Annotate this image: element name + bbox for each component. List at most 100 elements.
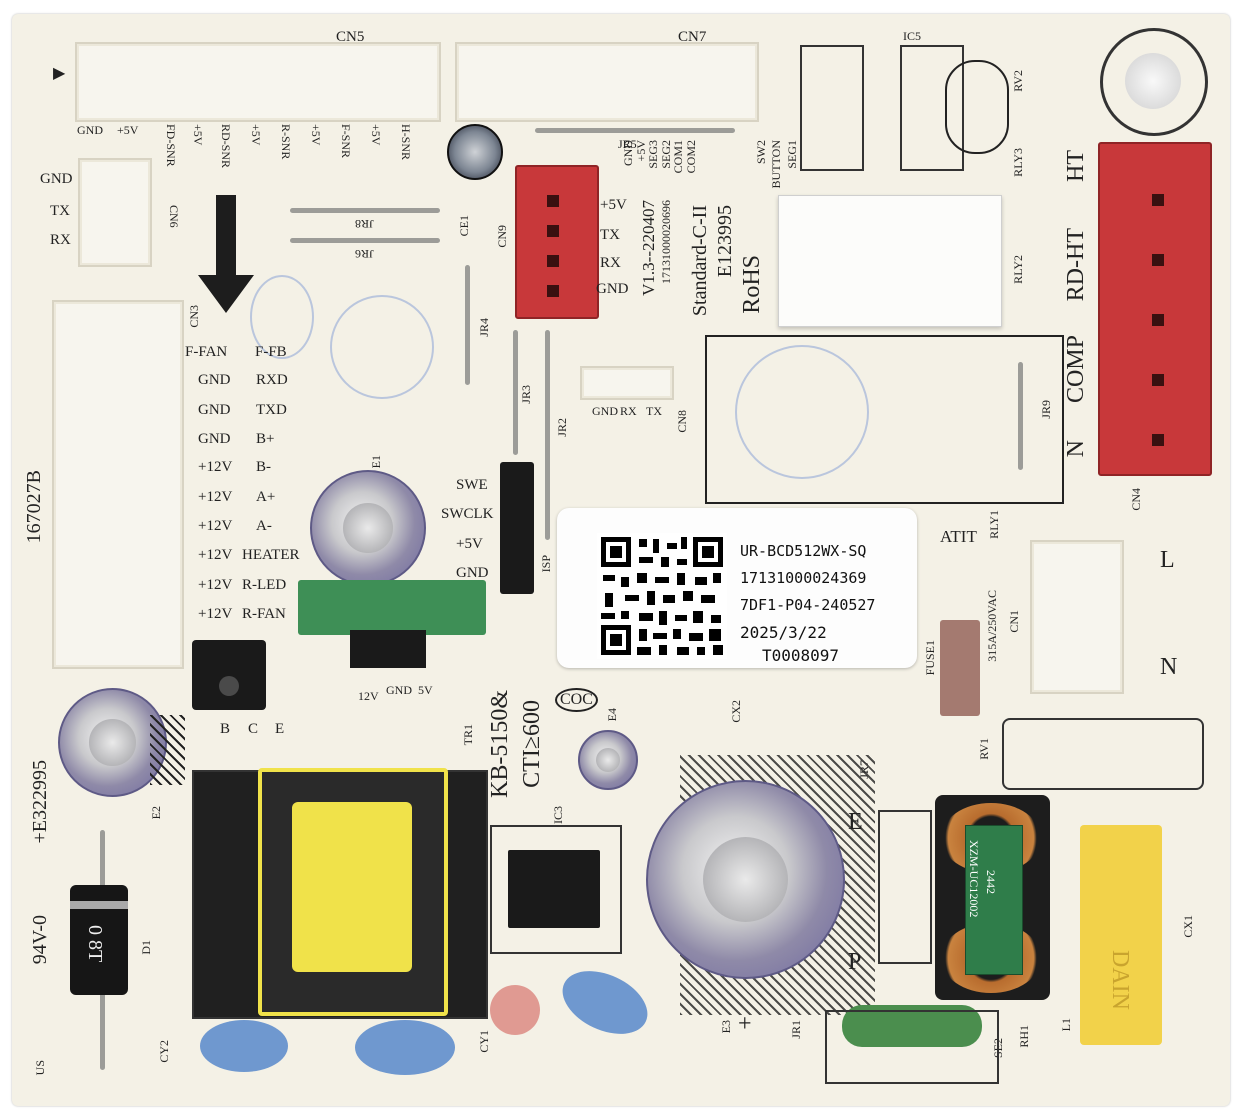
cn3-right-label: A+ bbox=[256, 489, 276, 505]
cn3-left-label: +12V bbox=[198, 489, 233, 505]
rly-block-label: +5V bbox=[634, 140, 648, 162]
cn5-pin-label: GND bbox=[77, 123, 103, 137]
e4-label: E4 bbox=[605, 708, 619, 722]
cn5-pin-label: +5V bbox=[369, 124, 383, 146]
cn8-pin-label: TX bbox=[646, 404, 662, 418]
jr8-label: JR8 bbox=[355, 217, 374, 231]
rly3-socket bbox=[900, 45, 964, 171]
rly3-label: RLY3 bbox=[1011, 148, 1025, 177]
ic3-outline bbox=[490, 825, 622, 954]
rly-block-label: BUTTON bbox=[769, 140, 783, 189]
transistor-pin: C bbox=[248, 721, 259, 737]
cn5-pin-label: RD-SNR bbox=[219, 124, 233, 169]
fuse1 bbox=[940, 620, 980, 716]
e3-label: E3 bbox=[719, 1020, 733, 1034]
rv1-varistor bbox=[1002, 718, 1204, 790]
jr3-label: JR3 bbox=[519, 385, 533, 404]
transistor-pin: E bbox=[275, 721, 285, 737]
cn7-label: CN7 bbox=[678, 29, 707, 45]
qr-code-icon bbox=[597, 533, 727, 659]
rly1-outline bbox=[705, 335, 1064, 504]
ic3-chip bbox=[508, 850, 600, 928]
fuse-name: ATIT bbox=[940, 527, 977, 546]
cn5-label: CN5 bbox=[336, 29, 365, 45]
cn5-pin-label: +5V bbox=[249, 124, 263, 146]
cn6-pin-label: TX bbox=[50, 203, 70, 219]
cn4-pin-label: HT bbox=[1063, 150, 1089, 182]
cn8-pin-label: GND bbox=[592, 404, 618, 418]
rly2-relay bbox=[778, 195, 1002, 327]
e-label: E bbox=[848, 809, 863, 835]
cx1-label: CX1 bbox=[1181, 915, 1195, 938]
cn3-right-label: TXD bbox=[256, 402, 287, 418]
rly1-label: RLY1 bbox=[987, 510, 1001, 539]
cn6-pin-label: GND bbox=[40, 171, 73, 187]
ul-code: 94V-0 bbox=[29, 915, 51, 965]
isp-label: ISP bbox=[539, 555, 553, 573]
small-header bbox=[350, 630, 426, 668]
cy2-capacitor bbox=[200, 1020, 288, 1072]
coc-mark: COC bbox=[555, 688, 598, 712]
d1-diode bbox=[70, 885, 128, 995]
rly-block-label: SEG1 bbox=[785, 140, 799, 169]
jr3-wire bbox=[513, 330, 518, 455]
isp-header bbox=[500, 462, 534, 594]
cn3-left-label: +12V bbox=[198, 606, 233, 622]
cn5-pin-label: R-SNR bbox=[279, 124, 293, 160]
transistor bbox=[192, 640, 266, 710]
cn4-pin-label: RD-HT bbox=[1063, 228, 1089, 302]
label-date: 2025/3/22 bbox=[740, 623, 827, 642]
cn9-pin-label: GND bbox=[596, 281, 629, 297]
side-code: 167027B bbox=[23, 470, 45, 544]
inspection-stamp bbox=[250, 275, 314, 359]
ce1-capacitor bbox=[447, 124, 503, 180]
cti-text: CTI≥600 bbox=[519, 700, 545, 788]
rly-block-label: COM2 bbox=[684, 140, 698, 174]
jr2-label: JR2 bbox=[555, 418, 569, 437]
cn4-label: CN4 bbox=[1129, 488, 1143, 511]
cx1-capacitor bbox=[1080, 825, 1162, 1045]
cn3-left-label: +12V bbox=[198, 459, 233, 475]
rh1-label: RH1 bbox=[1017, 1025, 1031, 1048]
cn9-pin-label: RX bbox=[600, 255, 621, 271]
e1-capacitor bbox=[310, 470, 426, 586]
e2-capacitor bbox=[58, 688, 167, 797]
cn5-pin-label: +5V bbox=[191, 124, 205, 146]
isp-pin-label: +5V bbox=[456, 536, 483, 552]
jr7-block bbox=[878, 810, 932, 964]
cn3-right-label: R-LED bbox=[242, 577, 287, 593]
tr1-label: TR1 bbox=[461, 724, 475, 746]
version-text: V1.3--220407 bbox=[639, 200, 658, 296]
e2-hatch bbox=[150, 715, 185, 785]
rly-block-label: SEG2 bbox=[659, 140, 673, 169]
sensor-cap bbox=[1100, 28, 1208, 136]
d1-mark: 0 8T bbox=[84, 925, 106, 963]
cn1-pin-label: L bbox=[1160, 547, 1175, 573]
cy1-capacitor bbox=[355, 1020, 455, 1075]
rh1-resistor bbox=[842, 1005, 982, 1047]
fuse1-label: FUSE1 bbox=[923, 640, 937, 676]
cn5-pin-label: H-SNR bbox=[399, 124, 413, 161]
cy1-label: CY1 bbox=[477, 1030, 491, 1053]
inspection-stamp bbox=[735, 345, 869, 479]
tr1-transformer bbox=[258, 768, 448, 1016]
jr8-wire bbox=[290, 208, 440, 213]
cn3-left-label: +12V bbox=[198, 547, 233, 563]
cn3-label: CN3 bbox=[187, 305, 201, 328]
bottom-code: +E322995 bbox=[29, 760, 51, 844]
jr2-wire bbox=[545, 330, 550, 540]
cn3-left-label: F-FAN bbox=[185, 344, 228, 360]
cn5-connector bbox=[75, 42, 441, 122]
choke-label: XZM-UC12002 bbox=[967, 840, 981, 918]
d1-label: D1 bbox=[139, 940, 153, 955]
l1-label: L1 bbox=[1059, 1018, 1073, 1032]
us-mark: US bbox=[33, 1060, 47, 1076]
part-number: 17131000020696 bbox=[659, 200, 673, 284]
jr5-label: JR5 bbox=[618, 137, 637, 151]
jr7-label: JR7 bbox=[857, 760, 871, 779]
rly2-label: RLY2 bbox=[1011, 255, 1025, 284]
jr9-wire bbox=[1018, 362, 1023, 470]
cn3-right-label: RXD bbox=[256, 372, 288, 388]
fuse-rating: 315A/250VAC bbox=[985, 590, 999, 662]
rly-block-label: COM1 bbox=[671, 140, 685, 174]
